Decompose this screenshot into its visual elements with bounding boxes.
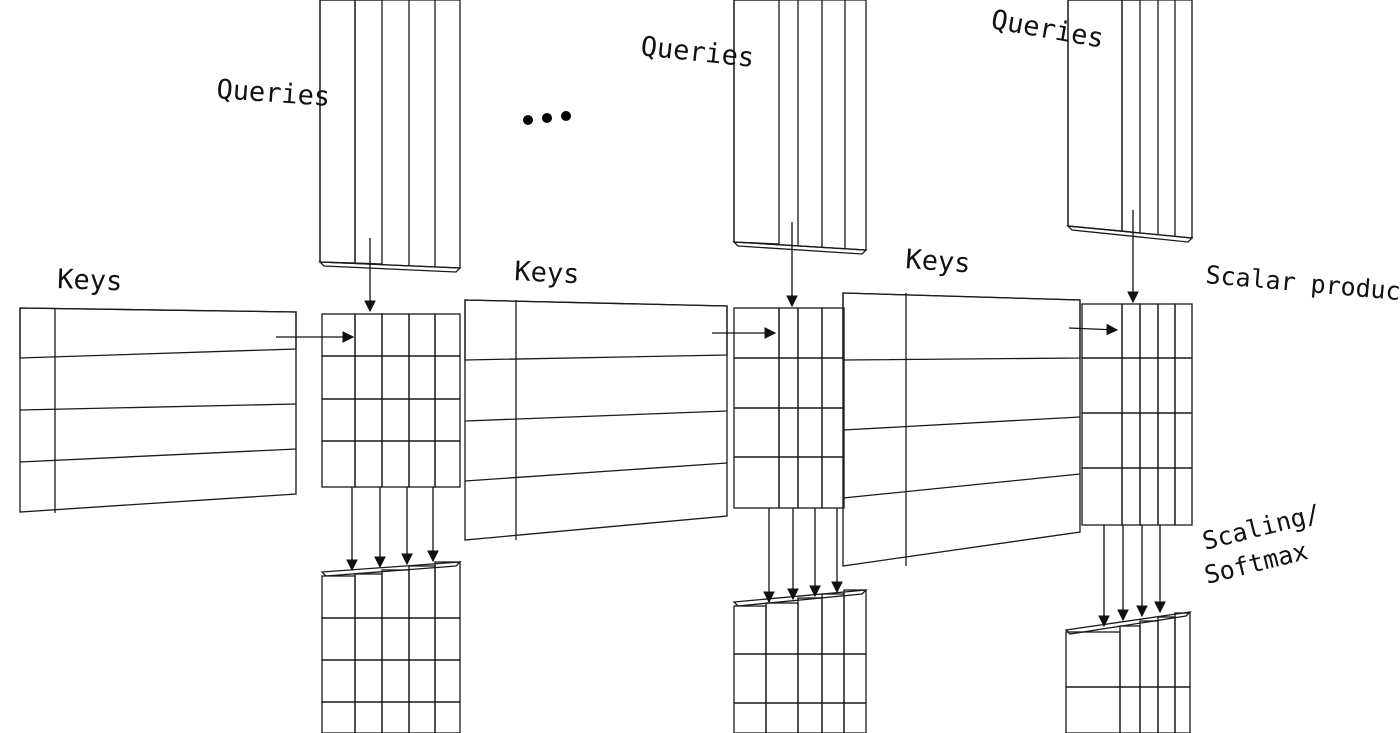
arrows-head-1 [276,238,439,572]
queries-block-1 [318,0,462,273]
head-3: Queries Keys [842,0,1194,733]
arrows-head-3 [1068,210,1166,628]
softmax-matrix-3 [1064,611,1192,733]
keys-label-2: Keys [514,256,581,290]
queries-block-3 [1066,0,1194,243]
queries-label-1: Queries [216,74,332,113]
queries-label-2: Queries [639,31,755,74]
keys-block-2 [464,299,728,541]
head-1: Queries Keys [19,0,462,733]
scalar-matrix-2 [733,307,845,509]
scalar-matrix-3 [1081,303,1193,526]
scalar-matrix-1 [321,313,461,488]
keys-label-3: Keys [905,244,972,279]
queries-block-2 [732,0,868,255]
head-2: Queries Keys [464,0,868,733]
keys-block-3 [842,292,1081,567]
softmax-matrix-2 [732,589,868,733]
queries-label-3: Queries [989,4,1106,54]
arrows-head-2 [712,222,843,604]
keys-label-1: Keys [57,264,123,297]
scalar-product-label: Scalar product [1204,260,1400,307]
softmax-matrix-1 [320,561,462,733]
keys-block-1 [19,307,297,513]
ellipsis-dots [523,111,571,125]
